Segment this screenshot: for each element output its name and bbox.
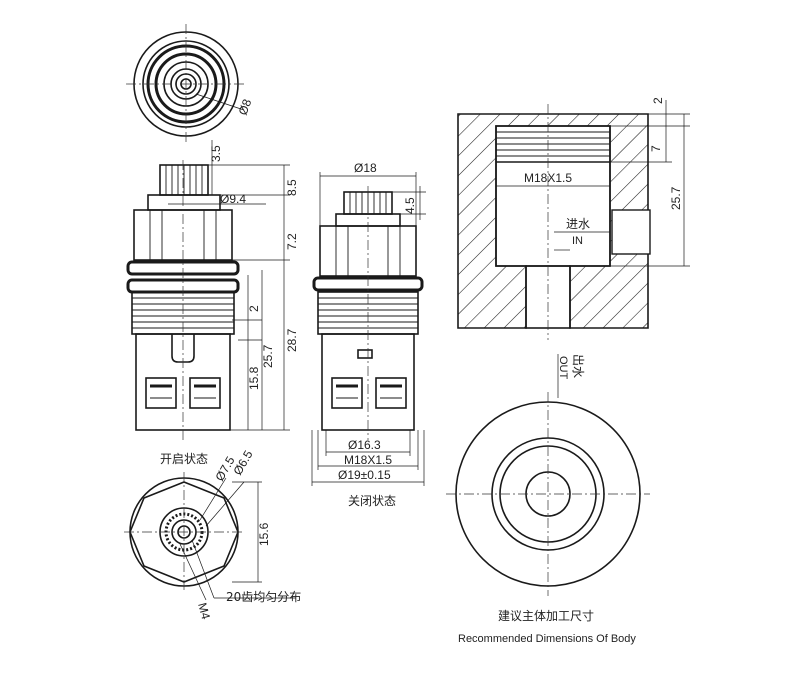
dim-m18-mid: M18X1.5 <box>344 453 392 467</box>
outlet-cn: 出水 <box>571 354 585 378</box>
dim-8-5: 8.5 <box>285 179 299 196</box>
closed-state-view: Ø18 4.5 Ø16.3 M18X1.5 Ø19±0.15 关闭状态 <box>311 161 426 508</box>
top-dia-label: Ø8 <box>236 97 255 117</box>
inlet-cn: 进水 <box>566 217 590 231</box>
dim-4-5: 4.5 <box>403 197 417 214</box>
dim-15-8: 15.8 <box>247 366 261 390</box>
bottom-view: Ø7.5 Ø6.5 15.6 M4 20齿均匀分布 <box>124 448 301 621</box>
dim-2: 2 <box>247 305 261 312</box>
dim-7-2: 7.2 <box>285 233 299 250</box>
open-state-view: 3.5 8.5 Ø9.4 7.2 2 25.7 28.7 15.8 开启状态 <box>126 140 299 466</box>
dim-28-7: 28.7 <box>285 328 299 352</box>
dim-m4: M4 <box>195 601 213 621</box>
top-view: Ø8 <box>126 24 254 144</box>
dim-19: Ø19±0.15 <box>338 468 391 482</box>
dim-body-2: 2 <box>651 97 665 104</box>
inlet-en: IN <box>572 235 583 247</box>
recommended-dimensions-cn: 建议主体加工尺寸 <box>498 609 594 623</box>
closed-state-caption: 关闭状态 <box>348 494 396 508</box>
dim-6-5: Ø6.5 <box>230 448 255 478</box>
teeth-note: 20齿均匀分布 <box>226 590 301 604</box>
dim-18: Ø18 <box>354 161 377 175</box>
dim-body-25-7: 25.7 <box>669 186 683 210</box>
body-section-view: 2 7 25.7 M18X1.5 进水 IN 出水 OUT <box>457 97 690 398</box>
dim-body-7: 7 <box>649 145 663 152</box>
recommended-dimensions-en: Recommended Dimensions Of Body <box>458 633 636 645</box>
dim-9-4: Ø9.4 <box>220 192 246 206</box>
dim-16-3: Ø16.3 <box>348 438 381 452</box>
dim-3-5: 3.5 <box>209 145 223 162</box>
body-top-view: 建议主体加工尺寸 Recommended Dimensions Of Body <box>446 392 650 645</box>
dim-15-6: 15.6 <box>257 522 271 546</box>
dim-body-m18: M18X1.5 <box>524 171 572 185</box>
open-state-caption: 开启状态 <box>160 452 208 466</box>
dim-25-7: 25.7 <box>261 344 275 368</box>
outlet-en: OUT <box>557 356 569 380</box>
